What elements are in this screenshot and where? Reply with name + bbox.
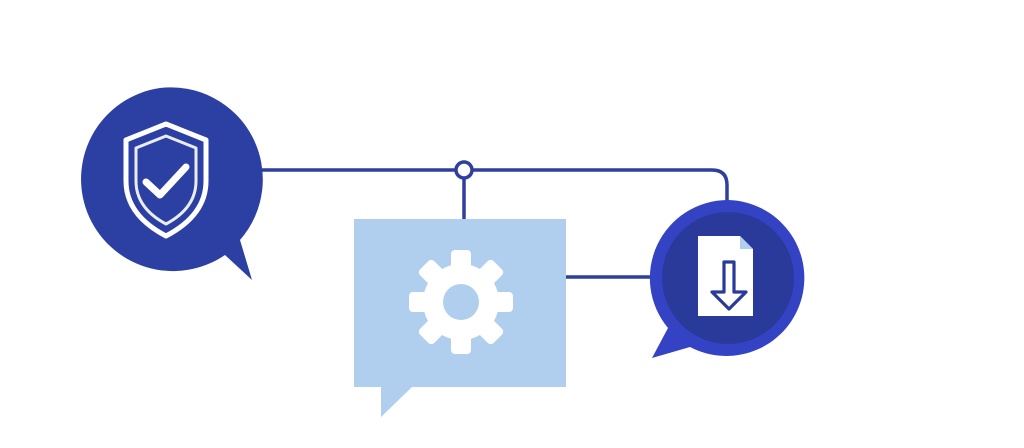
shield-inner: [134, 134, 198, 226]
shield-outline: [123, 121, 209, 239]
gear-hole: [443, 284, 479, 320]
download-node: [649, 199, 805, 358]
connector-junction: [454, 160, 474, 180]
connectors: [256, 160, 729, 279]
download-arrow: [710, 260, 748, 311]
settings-node: [354, 219, 566, 417]
shield-check-icon: [123, 121, 209, 239]
check-mark: [142, 163, 190, 199]
file-download-icon: [698, 236, 753, 316]
gear-icon: [409, 250, 513, 354]
security-node: [81, 87, 263, 280]
file-fold: [740, 236, 753, 249]
connector-security-to-download: [256, 168, 729, 204]
